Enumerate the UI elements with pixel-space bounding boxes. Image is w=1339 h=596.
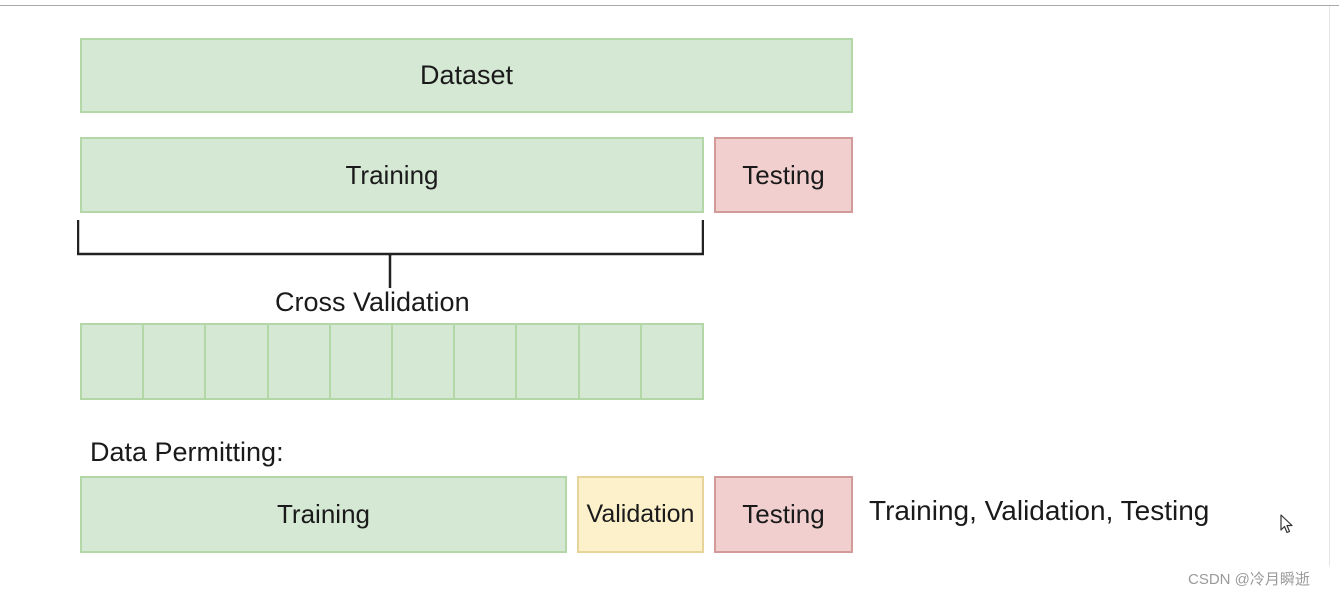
cross-validation-label: Cross Validation (275, 287, 470, 317)
fold-cell (642, 325, 702, 398)
training-label: Training (345, 159, 439, 190)
data-permitting-label: Data Permitting: (90, 437, 284, 467)
dataset-label: Dataset (419, 60, 514, 90)
dataset-box: Dataset (80, 38, 853, 113)
fold-cell (144, 325, 207, 398)
testing-label: Testing (742, 159, 825, 190)
fold-cell (331, 325, 394, 398)
permit-testing-label: Testing (742, 499, 825, 529)
split-summary-text: Training, Validation, Testing (869, 495, 1210, 526)
permit-validation-box: Validation (577, 476, 704, 553)
top-divider (0, 5, 1339, 6)
fold-cell (580, 325, 642, 398)
training-bracket (77, 220, 704, 256)
fold-cell (517, 325, 580, 398)
training-box: Training (80, 137, 704, 213)
fold-cell (206, 325, 269, 398)
fold-cell (455, 325, 518, 398)
cross-validation-folds (80, 323, 704, 400)
fold-cell (82, 325, 145, 398)
permit-training-box: Training (80, 476, 567, 553)
cursor-arrow-icon (1280, 514, 1293, 534)
right-divider (1329, 6, 1330, 566)
fold-cell (269, 325, 331, 398)
bracket-stem (388, 254, 392, 288)
permit-testing-box: Testing (714, 476, 853, 553)
permit-training-label: Training (277, 499, 370, 529)
csdn-watermark: CSDN @冷月瞬逝 (1188, 571, 1310, 588)
testing-box: Testing (714, 137, 853, 213)
fold-cell (393, 325, 456, 398)
permit-validation-label: Validation (586, 500, 695, 528)
